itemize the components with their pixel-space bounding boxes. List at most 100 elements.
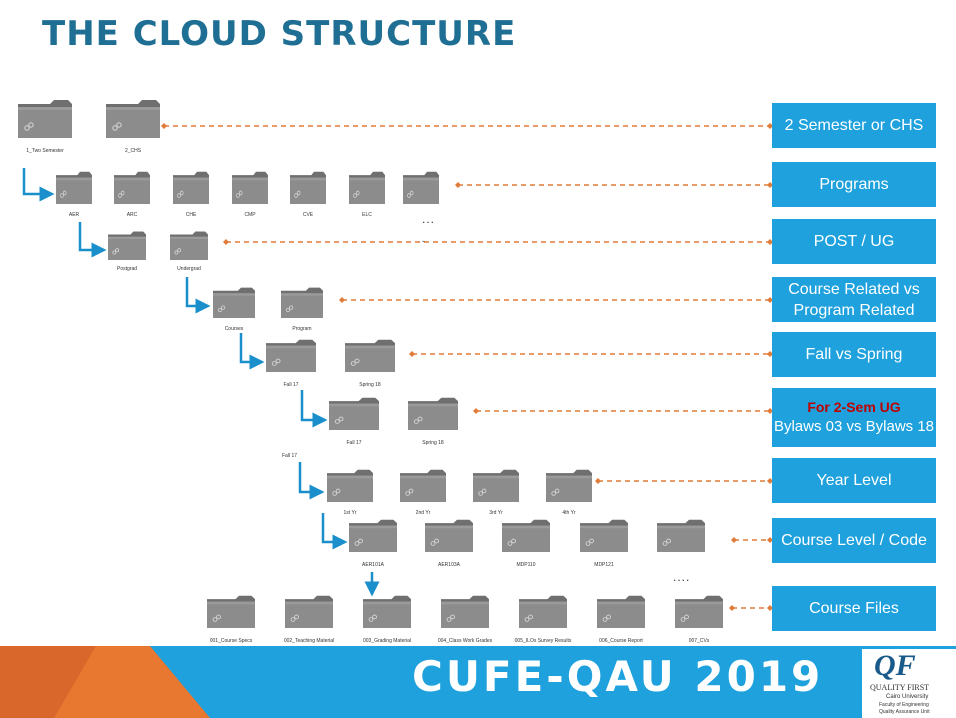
folder-icon xyxy=(519,595,567,628)
folder-item[interactable] xyxy=(266,338,316,372)
folder-item[interactable] xyxy=(56,170,92,204)
folder-icon xyxy=(425,519,473,552)
folder-label: Postgrad xyxy=(116,266,138,272)
folder-item[interactable] xyxy=(207,594,255,628)
folder-label: Fall 17 xyxy=(283,382,299,388)
folder-item[interactable] xyxy=(173,170,209,204)
folder-label: Spring 18 xyxy=(359,382,381,388)
connector-dot xyxy=(729,605,735,611)
connector-dot xyxy=(455,182,461,188)
folder-label: Program xyxy=(292,326,312,332)
folder-item[interactable] xyxy=(425,518,473,552)
folder-item[interactable] xyxy=(597,594,645,628)
folder-icon xyxy=(502,519,550,552)
folder-label: MDP110 xyxy=(516,562,536,568)
connector-dot xyxy=(767,182,773,188)
folder-item[interactable] xyxy=(473,468,519,502)
folder-item[interactable] xyxy=(441,594,489,628)
level-label: Programs xyxy=(819,176,889,193)
folder-item[interactable] xyxy=(108,230,146,260)
level-box-course-program: Course Related vs Program Related xyxy=(772,277,936,322)
folder-icon xyxy=(675,595,723,628)
folder-icon xyxy=(327,469,373,502)
connector-dot xyxy=(767,297,773,303)
folder-item[interactable] xyxy=(519,594,567,628)
logo-line-2: Cairo University xyxy=(886,694,929,700)
elbow-arrow-icon xyxy=(22,168,55,202)
folder-item[interactable] xyxy=(281,286,323,318)
level-box-programs: Programs xyxy=(772,162,936,207)
folder-item[interactable] xyxy=(329,396,379,430)
connector-dot xyxy=(223,239,229,245)
level-highlight-label: For 2-Sem UG xyxy=(807,399,901,415)
folder-icon xyxy=(473,469,519,502)
level-box-course-code: Course Level / Code xyxy=(772,518,936,563)
folder-label: CMP xyxy=(244,212,256,218)
folder-item[interactable] xyxy=(213,286,255,318)
folder-label: 2nd Yr xyxy=(415,510,431,516)
level-label: Course Level / Code xyxy=(781,532,927,549)
level-label: Course Related vs Program Related xyxy=(788,280,920,319)
folder-item[interactable] xyxy=(290,170,326,204)
folder-item[interactable] xyxy=(546,468,592,502)
logo-mark: QF xyxy=(874,649,916,682)
connector-dot xyxy=(161,123,167,129)
folder-icon xyxy=(173,171,209,204)
elbow-arrow-icon xyxy=(78,222,107,258)
folder-item[interactable] xyxy=(400,468,446,502)
folder-label: Spring 18 xyxy=(422,440,444,446)
level-label: Fall vs Spring xyxy=(805,346,903,363)
connector-dot xyxy=(767,605,773,611)
folder-label: 1_Two Semester xyxy=(26,148,64,154)
connector-dot xyxy=(731,537,737,543)
folder-item[interactable] xyxy=(232,170,268,204)
level-box-course-files: Course Files xyxy=(772,586,936,631)
folder-label: ELC xyxy=(362,212,372,218)
folder-label: 005_ILOs Survey Results xyxy=(514,638,572,644)
connector-dot xyxy=(767,478,773,484)
folder-icon xyxy=(56,171,92,204)
folder-label: AER xyxy=(68,212,80,218)
ellipsis-programs: ... xyxy=(422,212,436,226)
folder-icon xyxy=(18,100,72,138)
folder-label: 004_Class Work Grades xyxy=(437,638,493,644)
elbow-arrow-icon xyxy=(300,390,328,428)
folder-icon xyxy=(363,595,411,628)
folder-icon xyxy=(546,469,592,502)
folder-item[interactable] xyxy=(403,170,439,204)
folder-label: 4th Yr xyxy=(562,510,576,516)
connector-dot xyxy=(409,351,415,357)
folder-label: 2_CHS xyxy=(124,148,142,154)
level-box-semester-chs: 2 Semester or CHS xyxy=(772,103,936,148)
folder-item[interactable] xyxy=(363,594,411,628)
folder-item[interactable] xyxy=(580,518,628,552)
folder-item[interactable] xyxy=(502,518,550,552)
folder-icon xyxy=(285,595,333,628)
elbow-arrow-icon xyxy=(321,513,348,550)
folder-icon xyxy=(106,100,160,138)
folder-item[interactable] xyxy=(106,98,160,138)
folder-item[interactable] xyxy=(657,518,705,552)
folder-item[interactable] xyxy=(408,396,458,430)
folder-icon xyxy=(408,397,458,430)
ellipsis-courses: .... xyxy=(673,570,691,584)
folder-label: 003_Grading Material xyxy=(362,638,412,644)
folder-label: Courses xyxy=(224,326,244,332)
logo-line-1: QUALITY FIRST xyxy=(870,683,930,692)
folder-icon xyxy=(349,171,385,204)
folder-item[interactable] xyxy=(345,338,395,372)
folder-label: 3rd Yr xyxy=(489,510,503,516)
folder-item[interactable] xyxy=(285,594,333,628)
logo-line-3: Faculty of Engineering xyxy=(879,702,929,708)
folder-item[interactable] xyxy=(18,98,72,138)
folder-item[interactable] xyxy=(349,170,385,204)
folder-item[interactable] xyxy=(114,170,150,204)
slide-title: THE CLOUD STRUCTURE xyxy=(42,14,517,54)
folder-item[interactable] xyxy=(170,230,208,260)
folder-item[interactable] xyxy=(327,468,373,502)
level-label: Bylaws 03 vs Bylaws 18 xyxy=(773,418,935,435)
folder-item[interactable] xyxy=(675,594,723,628)
folder-item[interactable] xyxy=(349,518,397,552)
folder-icon xyxy=(400,469,446,502)
connector-dot xyxy=(767,537,773,543)
